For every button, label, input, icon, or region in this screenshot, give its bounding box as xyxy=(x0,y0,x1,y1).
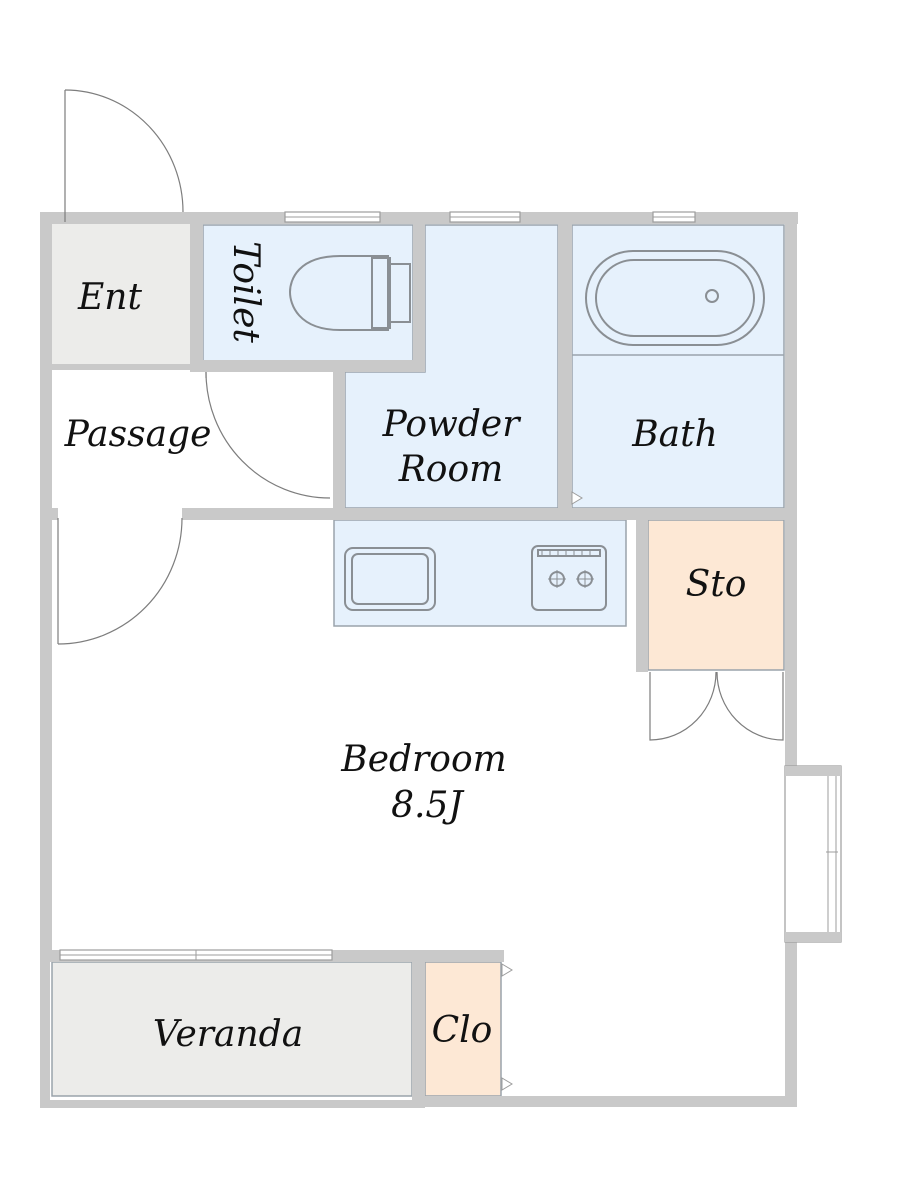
toilet-label: Toilet xyxy=(225,241,266,343)
doors xyxy=(57,89,784,1091)
bedroom-label: Bedroom xyxy=(340,739,507,780)
passage-label: Passage xyxy=(64,414,212,455)
kitchen-counter xyxy=(333,519,627,627)
bay-window xyxy=(784,765,842,943)
bath-label: Bath xyxy=(631,414,718,455)
toilet-icon xyxy=(288,255,411,331)
sink-icon xyxy=(344,547,436,611)
bedroom-floor-lower xyxy=(500,948,785,1096)
storage-label: Sto xyxy=(686,564,747,605)
closet-floor xyxy=(424,961,502,1097)
veranda-floor xyxy=(51,961,413,1097)
entrance-floor xyxy=(52,222,192,368)
entrance-label: Ent xyxy=(77,277,142,318)
powder-room-label-line2: Room xyxy=(398,449,504,490)
closet-label: Clo xyxy=(432,1010,493,1051)
storage-floor xyxy=(647,519,785,671)
powder-room-label-line1: Powder xyxy=(382,404,522,445)
bathtub-icon xyxy=(585,250,765,346)
veranda-label: Veranda xyxy=(153,1014,303,1055)
windows xyxy=(59,211,842,961)
passage-floor xyxy=(52,368,332,512)
bedroom-area-label: 8.5J xyxy=(391,785,465,826)
stove-icon xyxy=(531,545,607,611)
